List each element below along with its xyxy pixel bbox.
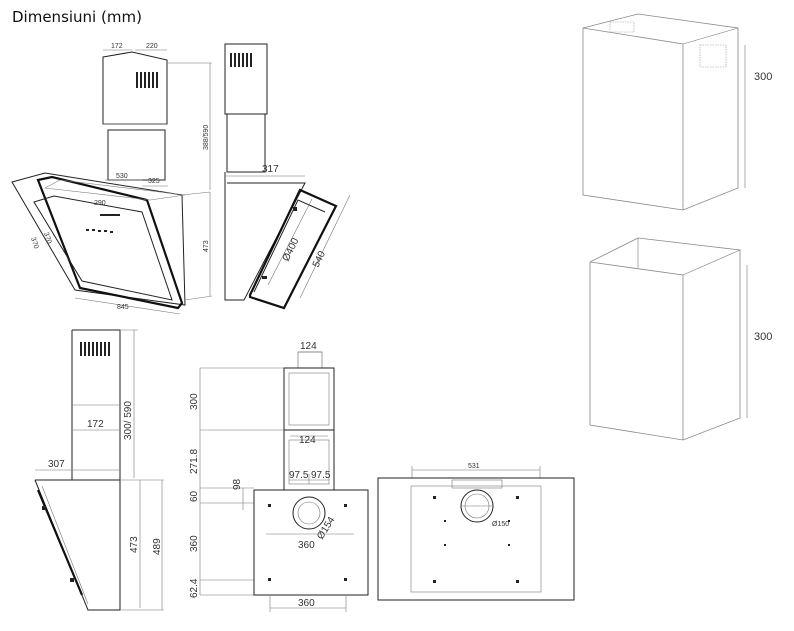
dim-hood-mid: 530 [116, 173, 128, 180]
dim-inner-width: 360 [298, 540, 315, 551]
dim-lower-hood-height: 473 [129, 536, 140, 553]
dim-plan-width: 531 [468, 463, 480, 470]
cover-lower: 300 [589, 237, 772, 441]
mount-holes [268, 504, 347, 581]
dim-panel-inner: 370 [42, 231, 52, 244]
dim-mid-width: 124 [299, 435, 316, 446]
vent-slots-lower [80, 342, 110, 356]
dim-chimney-height: 388/590 [203, 125, 210, 150]
diagram-top-plan: 531 Ø150 [377, 463, 575, 601]
dim-h3: 60 [189, 490, 200, 502]
diagram-front-plan: 124 124 300 271.8 60 360 62.4 97.5 97.5 … [189, 341, 369, 612]
dim-lower-chimney-width: 172 [87, 419, 104, 430]
dim-duct-diameter: Ø400 [281, 236, 302, 263]
dim-cover-upper-height: 300 [754, 71, 772, 83]
dim-panel-top: 290 [94, 200, 106, 207]
dim-bottom-width: 360 [298, 598, 315, 609]
dim-h2: 271.8 [189, 449, 200, 474]
dim-h5: 62.4 [189, 578, 200, 598]
vent-slots-cover [609, 21, 727, 68]
dim-h1: 300 [189, 393, 200, 410]
dim-half-right: 97.5 [311, 470, 331, 481]
dim-hood-height: 473 [203, 240, 210, 252]
dim-offset: 98 [232, 478, 243, 490]
plan-holes [433, 496, 519, 583]
dim-hood-right: 325 [148, 178, 160, 185]
dim-chimney-top-right: 220 [146, 43, 158, 50]
dim-panel-left: 370 [29, 236, 39, 249]
diagram-side-dimensioned: 172 300/ 590 307 473 489 [34, 329, 164, 611]
dim-h4: 360 [189, 535, 200, 552]
page-title: Dimensiuni (mm) [12, 8, 142, 26]
dim-chimney-top-left: 172 [111, 43, 123, 50]
cover-upper: 300 [582, 13, 772, 211]
dim-lower-depth: 307 [48, 459, 65, 470]
dim-base-width: 845 [117, 304, 129, 311]
dim-lower-total-height: 489 [152, 538, 163, 555]
dim-lower-chimney-height: 300/ 590 [123, 401, 134, 440]
dim-side-depth: 317 [262, 164, 279, 175]
dim-half-left: 97.5 [289, 470, 309, 481]
vent-slots [136, 72, 158, 88]
dim-cover-lower-height: 300 [754, 331, 772, 343]
dim-top-width: 124 [300, 341, 317, 352]
control-buttons [86, 229, 113, 233]
vent-slots-side [230, 53, 252, 67]
dim-plan-diameter: Ø150 [492, 521, 509, 528]
diagram-side-profile: 317 Ø400 540 [224, 43, 351, 310]
diagram-perspective-hood: 172 220 388/590 473 530 325 290 370 370 [11, 43, 213, 315]
